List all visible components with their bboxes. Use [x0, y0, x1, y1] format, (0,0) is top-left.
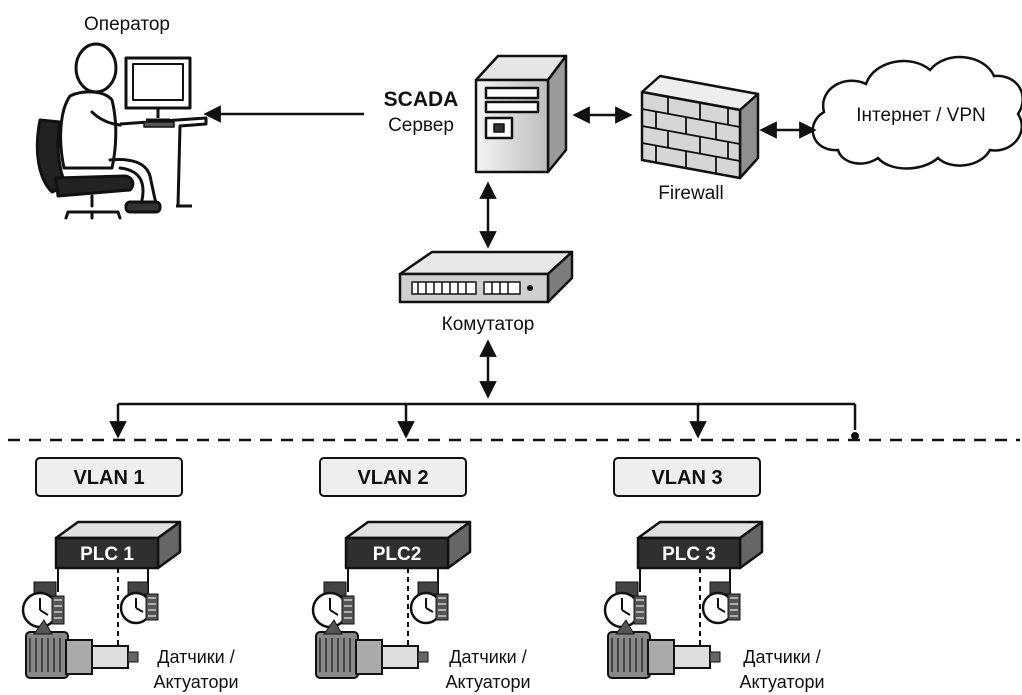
devices-label-line2: Актуатори [445, 672, 530, 692]
vlan-segment-2: VLAN 2 PLC2 Датчики / Актуатори [311, 457, 531, 692]
vlan-segment-1: VLAN 1 PLC 1 Датчики / Актуатори [21, 457, 239, 692]
cloud-label: Інтернет / VPN [856, 105, 985, 126]
vlan-label: VLAN 3 [651, 467, 722, 489]
server-tower-icon [474, 54, 568, 174]
brick-wall-icon [640, 74, 760, 180]
vlan-box [35, 457, 183, 497]
operator-label: Оператор [84, 14, 170, 35]
plc-label: PLC2 [373, 544, 422, 565]
cloud-icon [811, 55, 1022, 170]
plc-icon [636, 520, 764, 570]
plc-icon [54, 520, 182, 570]
vlan-label: VLAN 1 [73, 467, 144, 489]
connections [109, 105, 857, 439]
devices-label-line2: Актуатори [153, 672, 238, 692]
devices-label-line2: Актуатори [739, 672, 824, 692]
switch-label: Комутатор [442, 314, 535, 335]
devices-label-line1: Датчики / [743, 647, 820, 667]
scada-subtitle: Сервер [388, 115, 454, 136]
vlan-box [613, 457, 761, 497]
monitor-icon [119, 56, 208, 208]
plc-icon [344, 520, 472, 570]
devices-label-line1: Датчики / [157, 647, 234, 667]
firewall-label: Firewall [658, 183, 723, 204]
plc-label: PLC 3 [662, 544, 716, 565]
person-icon [35, 42, 162, 220]
vlan-box [319, 457, 467, 497]
bus-endpoint [851, 432, 859, 440]
vlan-segment-3: VLAN 3 PLC 3 Датчики / Актуатори [603, 457, 825, 692]
scada-title: SCADA [384, 88, 459, 111]
vlan-label: VLAN 2 [357, 467, 428, 489]
devices-label-line1: Датчики / [449, 647, 526, 667]
plc-label: PLC 1 [80, 544, 134, 565]
network-switch-icon [398, 250, 574, 304]
